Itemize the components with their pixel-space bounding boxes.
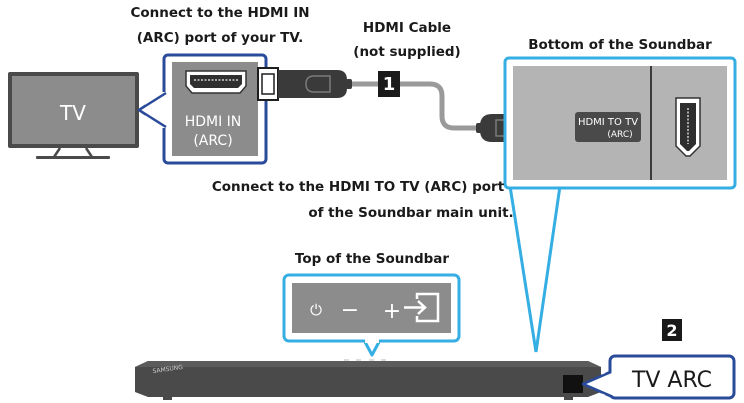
soundbar-foot-right (564, 396, 573, 400)
cable-label-line1: HDMI Cable (363, 20, 451, 36)
tv-port-caption-line1: Connect to the HDMI IN (130, 5, 309, 21)
cable-label-line2: (not supplied) (353, 44, 460, 60)
source-input-icon (404, 292, 440, 323)
tv-port-caption-line2: (ARC) port of your TV. (137, 30, 303, 46)
tv-stand-legs (52, 147, 94, 158)
tv-port-label-line2: (ARC) (193, 133, 232, 149)
hdmi-to-tv-port-icon (675, 97, 701, 157)
display-callout-pointer-mask (602, 373, 612, 395)
step1-badge (378, 71, 400, 97)
volume-up-icon: + (383, 299, 401, 324)
hdmi-in-port-icon (185, 70, 247, 94)
soundbar-button-3 (369, 359, 374, 361)
soundbar-connect-caption-line2: of the Soundbar main unit. (308, 205, 513, 221)
volume-down-icon: − (341, 298, 359, 323)
display-callout: 2 TV ARC (581, 319, 736, 400)
soundbar-button-1 (344, 359, 349, 361)
tv-port-label-line1: HDMI IN (185, 114, 242, 130)
step2-number: 2 (666, 321, 677, 340)
soundbar-foot-left (163, 396, 172, 400)
soundbar-top-callout: Top of the Soundbar ⏻ − + (282, 251, 461, 357)
bottom-callout-leader-left (508, 185, 538, 353)
bottom-callout-leader-right (534, 185, 562, 353)
display-callout-pointer-edge (582, 370, 612, 398)
tv-callout-pointer-edge (138, 91, 167, 129)
soundbar-top-title: Top of the Soundbar (295, 251, 449, 267)
soundbar-port-label-bg (575, 112, 641, 142)
soundbar-bottom-callout: Bottom of the Soundbar HDMI TO TV (ARC) (503, 37, 737, 353)
soundbar-button-2 (356, 359, 361, 361)
tv-screen (12, 76, 135, 144)
soundbar-brand-logo: SAMSUNG (152, 364, 184, 375)
tv-port-callout: Connect to the HDMI IN (ARC) port of you… (130, 5, 310, 165)
soundbar-display-window (563, 375, 583, 393)
step2-badge (662, 319, 682, 341)
cable-left-connector (257, 67, 352, 101)
cable-wire (345, 81, 481, 131)
power-icon: ⏻ (310, 301, 322, 319)
soundbar-body (135, 361, 601, 397)
soundbar-port-label-line2: (ARC) (607, 130, 632, 140)
soundbar-top-edge (135, 361, 601, 367)
tv-stand-base (36, 156, 110, 159)
tv-callout-pointer-mask (145, 92, 167, 128)
top-callout-pointer-mask (365, 337, 379, 343)
soundbar: SAMSUNG (135, 359, 601, 400)
soundbar-button-4 (381, 359, 386, 361)
step1-number: 1 (383, 74, 396, 95)
soundbar-connect-caption-line1: Connect to the HDMI TO TV (ARC) port (212, 179, 505, 195)
soundbar-bottom-title: Bottom of the Soundbar (528, 37, 712, 53)
display-tv-arc-label: TV ARC (631, 368, 712, 393)
tv-label: TV (59, 101, 86, 125)
soundbar-port-label-line1: HDMI TO TV (578, 117, 638, 128)
tv: TV (8, 72, 139, 159)
